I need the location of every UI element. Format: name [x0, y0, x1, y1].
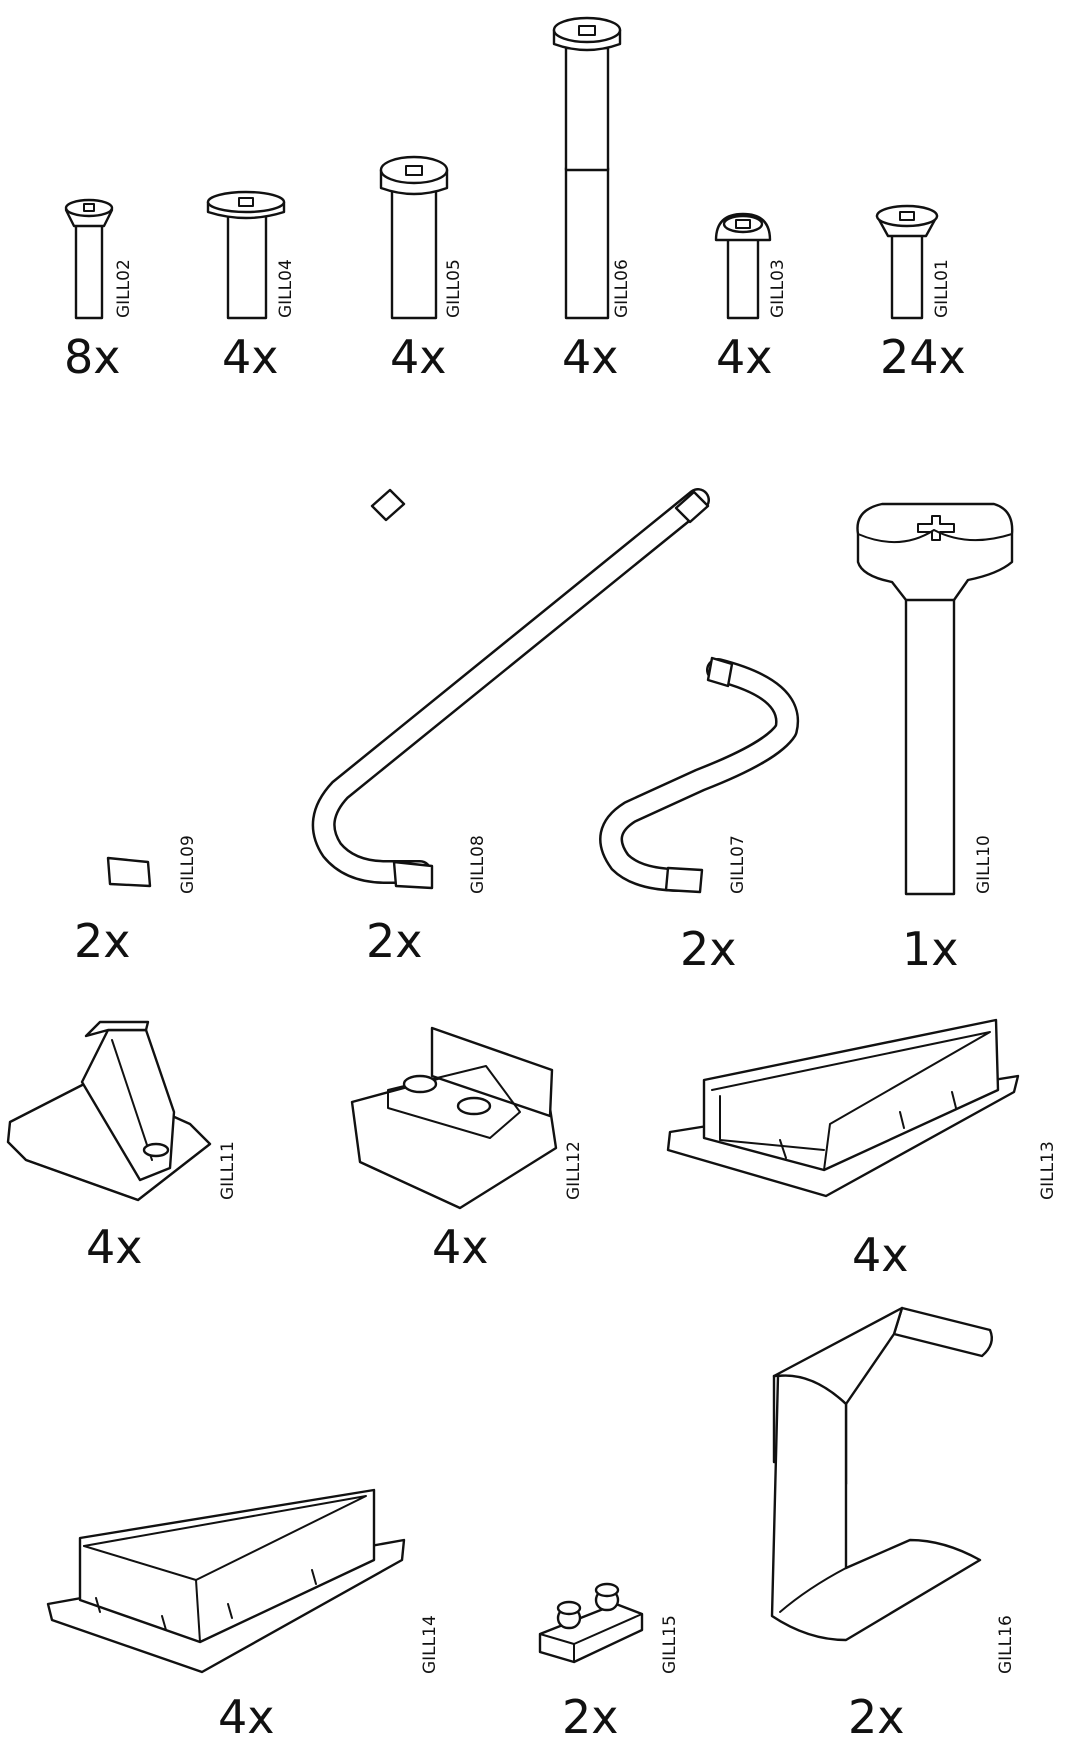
- countersunk-screw-icon: [64, 198, 114, 320]
- quantity-label: 2x: [848, 1690, 905, 1744]
- part-code: GILL14: [420, 1615, 440, 1674]
- part-code: GILL15: [660, 1615, 680, 1674]
- quantity-label: 4x: [716, 330, 773, 384]
- two-stud-plug-icon: [538, 1582, 644, 1664]
- short-allen-key-icon: [599, 656, 800, 894]
- wedge-foot-open-icon: [666, 1018, 1020, 1198]
- part-code: GILL05: [444, 259, 464, 318]
- quantity-label: 4x: [432, 1220, 489, 1274]
- part-code: GILL10: [974, 835, 994, 894]
- quantity-label: 24x: [880, 330, 966, 384]
- part-code: GILL01: [932, 259, 952, 318]
- quantity-label: 4x: [562, 330, 619, 384]
- part-code: GILL11: [218, 1141, 238, 1200]
- quantity-label: 4x: [222, 330, 279, 384]
- quantity-label: 1x: [902, 922, 959, 976]
- quantity-label: 2x: [74, 914, 131, 968]
- knob-bolt-icon: [856, 502, 1014, 896]
- part-code: GILL04: [276, 259, 296, 318]
- long-allen-key-icon: [25, 488, 406, 888]
- wedge-foot-closed-icon: [46, 1488, 406, 1674]
- quantity-label: 2x: [680, 922, 737, 976]
- c-clip-icon: [770, 1306, 993, 1642]
- gusset-bracket-icon: [6, 1020, 212, 1202]
- cylinder-head-screw-icon: [379, 155, 449, 320]
- quantity-label: 2x: [562, 1690, 619, 1744]
- part-code: GILL02: [114, 259, 134, 318]
- quantity-label: 4x: [390, 330, 447, 384]
- button-head-screw-icon: [714, 212, 772, 320]
- quantity-label: 4x: [852, 1228, 909, 1282]
- block-bracket-icon: [350, 1026, 558, 1210]
- part-code: GILL13: [1038, 1141, 1058, 1200]
- countersunk-screw-icon: [875, 204, 939, 320]
- part-code: GILL09: [178, 835, 198, 894]
- flat-head-screw-icon: [206, 190, 286, 320]
- quantity-label: 4x: [218, 1690, 275, 1744]
- quantity-label: 2x: [366, 914, 423, 968]
- part-code: GILL12: [564, 1141, 584, 1200]
- long-allen-key-icon: [311, 488, 710, 890]
- part-code: GILL16: [996, 1615, 1016, 1674]
- part-code: GILL07: [728, 835, 748, 894]
- part-code: GILL08: [468, 835, 488, 894]
- long-bolt-icon: [552, 16, 622, 320]
- quantity-label: 4x: [86, 1220, 143, 1274]
- quantity-label: 8x: [64, 330, 121, 384]
- part-code: GILL03: [768, 259, 788, 318]
- part-code: GILL06: [612, 259, 632, 318]
